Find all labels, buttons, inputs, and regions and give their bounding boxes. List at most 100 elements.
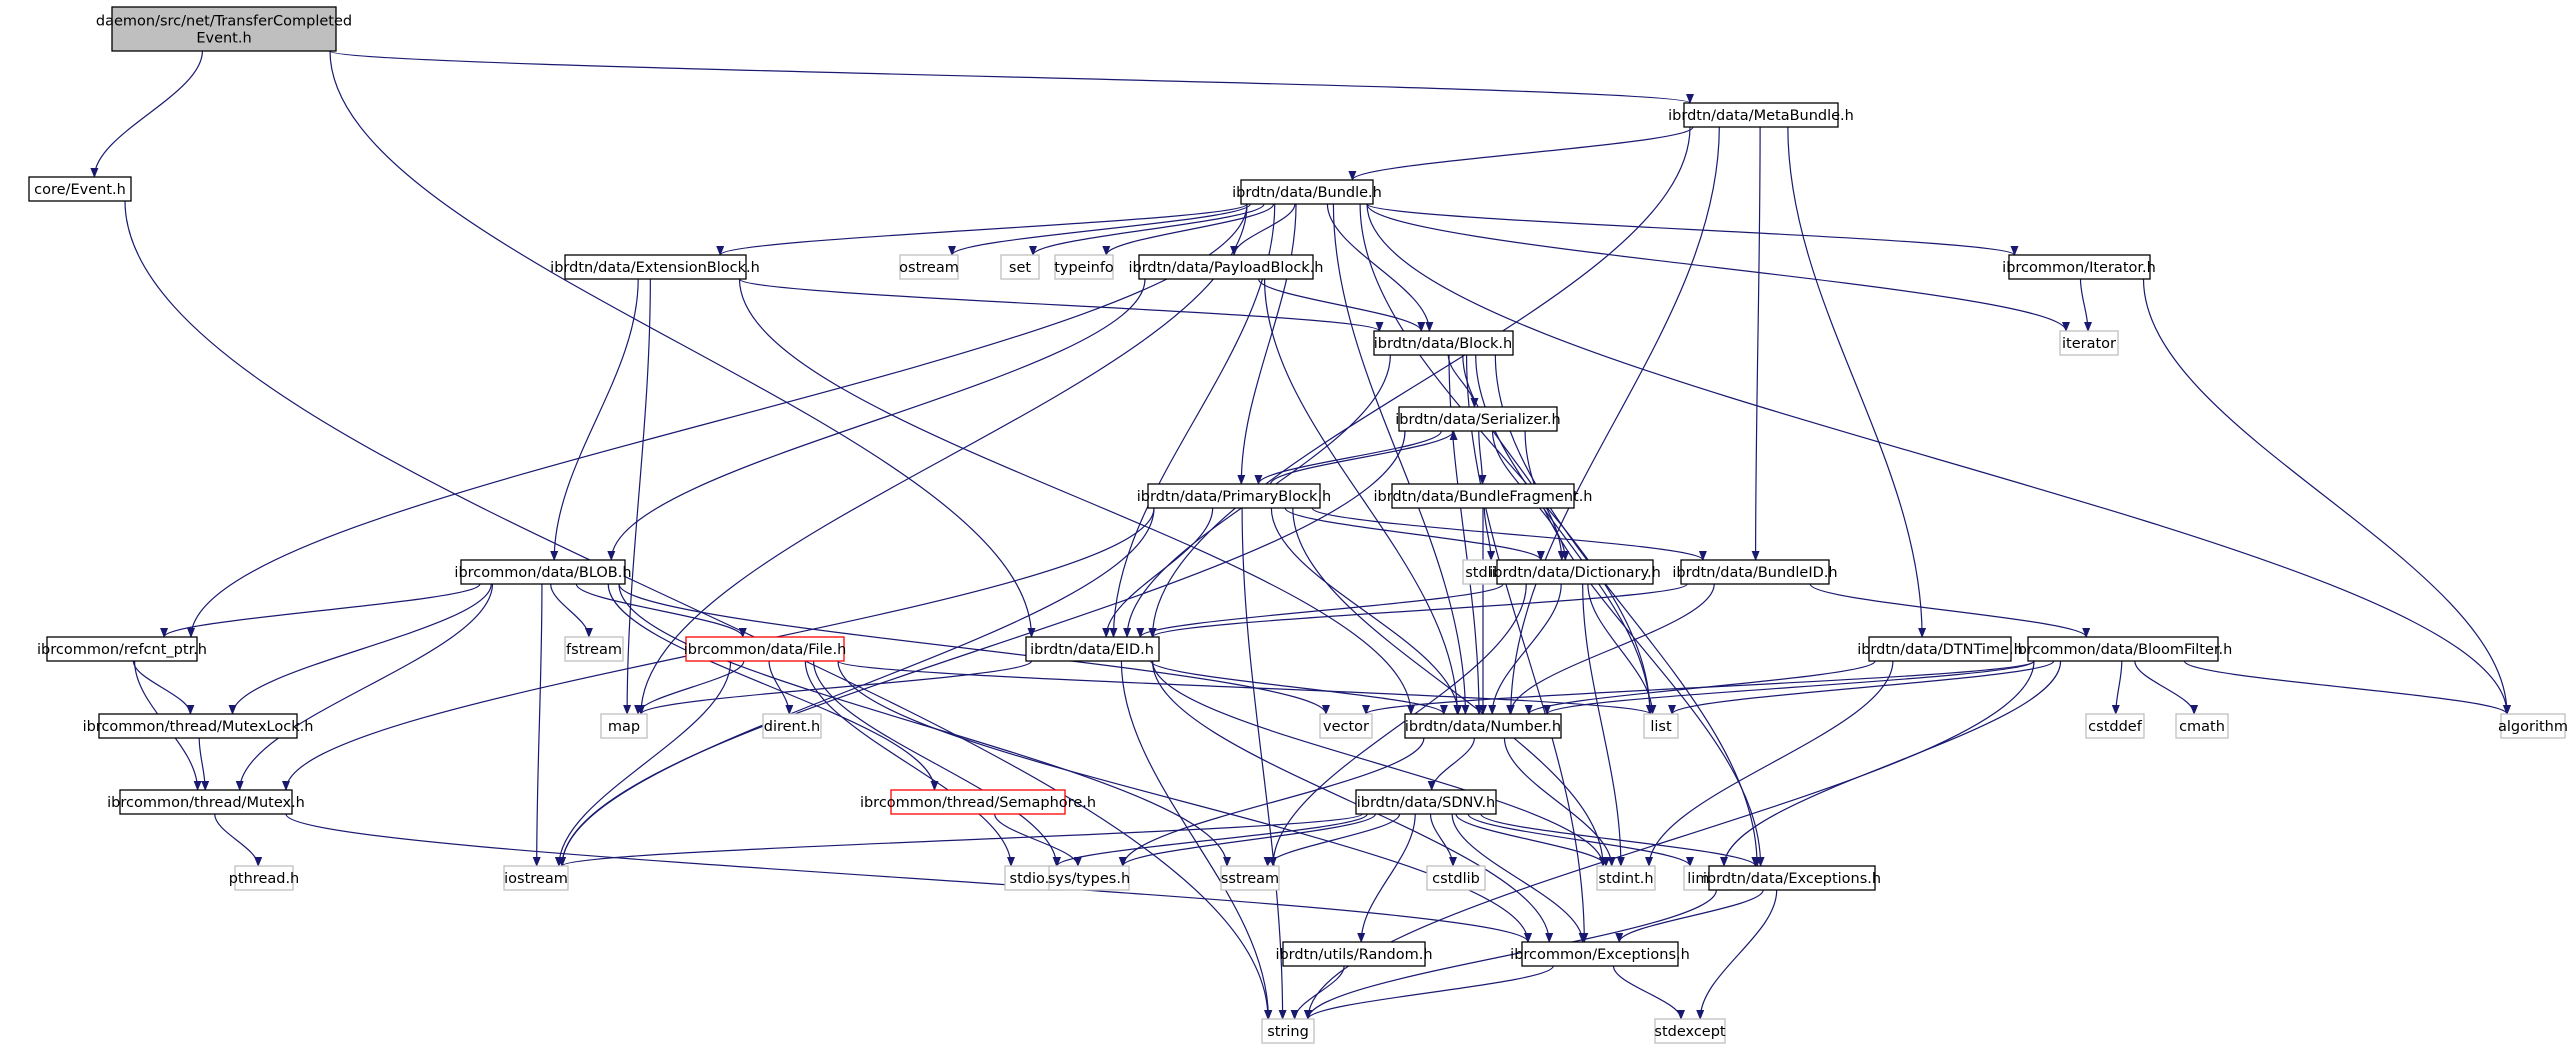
node-sdnv[interactable]: ibrdtn/data/SDNV.h xyxy=(1355,789,1497,815)
node-box xyxy=(119,789,293,815)
node-file[interactable]: ibrcommon/data/File.h xyxy=(684,636,847,662)
node-iteratorh[interactable]: ibrcommon/Iterator.h xyxy=(2002,254,2156,280)
node-extblock[interactable]: ibrdtn/data/ExtensionBlock.h xyxy=(550,254,760,280)
edge-bundleid-to-eid xyxy=(1148,583,1688,638)
node-label: cstdlib xyxy=(1432,871,1480,887)
node-label: ibrdtn/data/Exceptions.h xyxy=(1703,871,1881,887)
node-box xyxy=(2500,713,2566,739)
node-random[interactable]: ibrdtn/utils/Random.h xyxy=(1275,941,1433,967)
edge-mutexlock-to-mutex xyxy=(198,737,210,791)
edge-number-to-sdnv xyxy=(1427,737,1476,791)
edge-block-to-list xyxy=(1475,354,1654,715)
edge-serializer-to-fragment xyxy=(1478,430,1487,485)
edge-bloom-to-number xyxy=(1543,660,2035,715)
edge-block-to-dictionary xyxy=(1462,354,1566,561)
node-bundle[interactable]: ibrdtn/data/Bundle.h xyxy=(1232,179,1382,205)
node-label: vector xyxy=(1323,719,1369,735)
node-primary[interactable]: ibrdtn/data/PrimaryBlock.h xyxy=(1137,483,1332,509)
node-label: Event.h xyxy=(196,31,251,47)
edge-blob-to-sstream xyxy=(618,583,1231,867)
node-box xyxy=(1355,789,1497,815)
node-bloom[interactable]: ibrcommon/data/BloomFilter.h xyxy=(2014,636,2233,662)
node-block[interactable]: ibrdtn/data/Block.h xyxy=(1373,330,1514,356)
node-ostream: ostream xyxy=(899,254,959,280)
node-label: ibrdtn/data/PrimaryBlock.h xyxy=(1137,489,1332,505)
edge-primary-to-bundleid xyxy=(1311,507,1707,561)
edge-bundle-to-block xyxy=(1326,203,1434,332)
edge-dictionary-to-stdint xyxy=(1582,583,1625,867)
edge-dictionary-to-eid xyxy=(1136,583,1504,638)
node-eid[interactable]: ibrdtn/data/EID.h xyxy=(1025,636,1160,662)
edge-sdnv-to-sstream xyxy=(1263,813,1401,867)
node-stdexcept: stdexcept xyxy=(1654,1018,1726,1044)
edge-bloom-to-limits xyxy=(1720,660,2062,867)
node-dictionary[interactable]: ibrdtn/data/Dictionary.h xyxy=(1489,559,1661,585)
node-serializer[interactable]: ibrdtn/data/Serializer.h xyxy=(1395,406,1561,432)
edge-bundle-to-payload xyxy=(1230,203,1296,256)
edge-exceptions-to-stdexcept xyxy=(1696,889,1778,1020)
edge-bundle-to-set xyxy=(1029,203,1265,256)
node-label: ibrdtn/data/BundleFragment.h xyxy=(1374,489,1593,505)
node-semaphore[interactable]: ibrcommon/thread/Semaphore.h xyxy=(860,789,1096,815)
node-payload[interactable]: ibrdtn/data/PayloadBlock.h xyxy=(1128,254,1324,280)
node-mutex[interactable]: ibrcommon/thread/Mutex.h xyxy=(107,789,305,815)
edge-extblock-to-map xyxy=(623,278,651,715)
node-label: ibrcommon/thread/MutexLock.h xyxy=(83,719,314,735)
node-label: ibrcommon/thread/Mutex.h xyxy=(107,795,305,811)
node-label: daemon/src/net/TransferCompleted xyxy=(96,14,352,30)
node-label: stdio.h xyxy=(1010,871,1059,887)
node-box xyxy=(1404,713,1562,739)
node-coreevent[interactable]: core/Event.h xyxy=(28,176,132,202)
edge-bundle-to-iterator xyxy=(1366,203,2070,332)
edge-file-to-list xyxy=(837,660,1654,715)
node-cexceptions[interactable]: ibrcommon/Exceptions.h xyxy=(1510,941,1690,967)
edge-bundle-to-primary xyxy=(1237,203,1297,485)
edge-dictionary-to-number xyxy=(1488,583,1562,715)
edge-primary-to-string xyxy=(1241,507,1287,1020)
edge-exceptions-to-string xyxy=(1304,889,1717,1020)
edge-root-to-coreevent xyxy=(90,50,203,178)
edge-primary-to-dictionary xyxy=(1284,507,1545,561)
edge-bundle-to-list xyxy=(1359,203,1654,715)
edge-file-to-systypes xyxy=(813,660,1061,867)
node-refcnt[interactable]: ibrcommon/refcnt_ptr.h xyxy=(37,636,207,662)
node-label: pthread.h xyxy=(229,871,300,887)
node-box xyxy=(1054,254,1114,280)
node-box xyxy=(1220,865,1280,891)
node-metabundle[interactable]: ibrdtn/data/MetaBundle.h xyxy=(1668,102,1854,128)
node-blob[interactable]: ibrcommon/data/BLOB.h xyxy=(454,559,632,585)
edge-root-to-eid xyxy=(329,50,1036,638)
node-box xyxy=(1391,483,1575,509)
node-box xyxy=(1683,102,1839,128)
node-cstddef: cstddef xyxy=(2085,713,2145,739)
edge-primary-to-serializer xyxy=(1270,430,1458,485)
edge-bundle-to-number xyxy=(1332,203,1470,715)
node-label: map xyxy=(608,719,640,735)
node-exceptions[interactable]: ibrdtn/data/Exceptions.h xyxy=(1703,865,1881,891)
edge-bundle-to-extblock xyxy=(716,203,1248,256)
node-dtntime[interactable]: ibrdtn/data/DTNTime.h xyxy=(1857,636,2023,662)
edge-blob-to-file xyxy=(575,583,747,638)
node-mutexlock[interactable]: ibrcommon/thread/MutexLock.h xyxy=(83,713,314,739)
node-number[interactable]: ibrdtn/data/Number.h xyxy=(1404,713,1562,739)
edge-root-to-metabundle xyxy=(329,50,1694,104)
node-label: iostream xyxy=(504,871,568,887)
node-bundleid[interactable]: ibrdtn/data/BundleID.h xyxy=(1672,559,1838,585)
node-label: cstddef xyxy=(2088,719,2143,735)
edge-sdnv-to-systypes xyxy=(1118,813,1377,867)
edge-blob-to-semaphore xyxy=(607,583,939,791)
edge-coreevent-to-string xyxy=(124,200,1272,1020)
edge-file-to-dirent xyxy=(768,660,794,715)
edge-bundle-to-map xyxy=(637,203,1248,715)
node-fragment[interactable]: ibrdtn/data/BundleFragment.h xyxy=(1374,483,1593,509)
node-box xyxy=(1426,865,1486,891)
node-box xyxy=(1048,865,1130,891)
node-box xyxy=(1521,941,1679,967)
node-box xyxy=(1025,636,1160,662)
node-label: ibrdtn/data/DTNTime.h xyxy=(1857,642,2023,658)
node-box xyxy=(1680,559,1830,585)
node-list: list xyxy=(1643,713,1679,739)
node-map: map xyxy=(600,713,648,739)
